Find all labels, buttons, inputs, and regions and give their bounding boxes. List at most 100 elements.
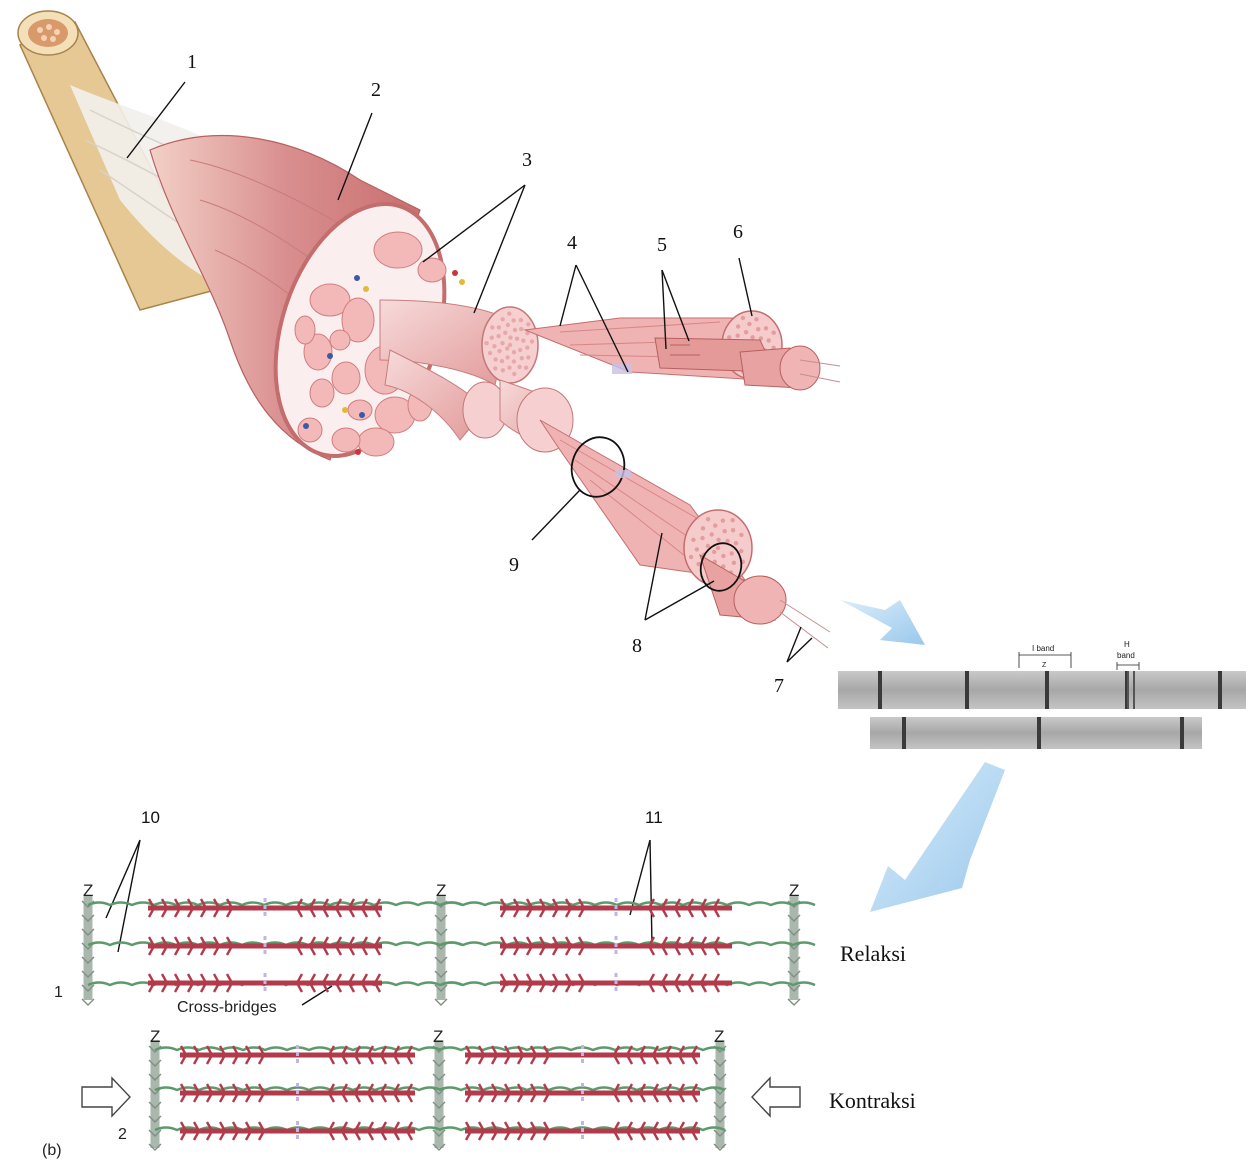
fiber-section <box>525 346 529 350</box>
contraction-arrow-right <box>752 1078 800 1116</box>
fiber-section <box>501 317 505 321</box>
z-line <box>1045 671 1049 709</box>
fiber-section <box>492 344 496 348</box>
actin-filament <box>88 903 462 906</box>
fiber-section <box>706 517 710 521</box>
callout-3: 3 <box>522 150 532 170</box>
fiber-section <box>700 536 704 540</box>
fiber-section <box>716 546 720 550</box>
h-zone-line <box>1133 671 1135 709</box>
fascicle-section <box>298 418 322 442</box>
callout-7: 7 <box>774 676 784 696</box>
fiber-section <box>721 554 725 558</box>
h-band-label-1: H <box>1124 641 1130 649</box>
fiber-section <box>497 325 501 329</box>
fiber-section <box>756 327 760 331</box>
z-line <box>902 717 906 749</box>
row-index-1: 1 <box>54 985 63 1001</box>
fiber-section <box>695 547 699 551</box>
fiber-section <box>512 359 516 363</box>
fiber-section <box>490 336 494 340</box>
fiber-section <box>505 355 509 359</box>
fascicle-section <box>295 316 315 344</box>
fiber-section <box>512 372 516 376</box>
fiber-section <box>772 331 776 335</box>
fiber-section <box>506 323 510 327</box>
callout-6: 6 <box>733 222 743 242</box>
fiber-section <box>526 355 530 359</box>
contraction-arrow-left <box>82 1078 130 1116</box>
fascicle-section <box>332 362 360 394</box>
callout-10: 10 <box>141 809 160 826</box>
fiber-section <box>517 365 521 369</box>
fiber-section <box>508 343 512 347</box>
fiber-section <box>732 561 736 565</box>
z-line <box>1218 671 1222 709</box>
i-band-label: I band <box>1032 645 1054 653</box>
fiber-section <box>484 341 488 345</box>
z-line <box>965 671 969 709</box>
callout-2: 2 <box>371 80 381 100</box>
callout-9: 9 <box>509 555 519 575</box>
fiber-section <box>493 366 497 370</box>
z-disc-label: Z <box>433 1028 443 1045</box>
fiber-section <box>520 356 524 360</box>
fiber-section <box>689 555 693 559</box>
micrograph-z-label: Z <box>1042 662 1046 669</box>
z-disc-label: Z <box>436 882 446 899</box>
fascicle-section <box>310 379 334 407</box>
muscle-fiber-bundle-lower <box>540 420 830 648</box>
h-zone-line <box>1127 671 1129 709</box>
fiber-section <box>488 351 492 355</box>
panel-label: (b) <box>42 1143 62 1159</box>
fiber-section <box>519 318 523 322</box>
fiber-section <box>501 368 505 372</box>
fiber-section <box>530 339 534 343</box>
z-disc-label: Z <box>714 1028 724 1045</box>
cross-bridges-label: Cross-bridges <box>177 1000 277 1016</box>
fiber-section <box>503 331 507 335</box>
callout-1: 1 <box>187 52 197 72</box>
z-disc-label: Z <box>83 882 93 899</box>
zoom-arrow-upper <box>840 600 925 645</box>
fiber-section <box>518 348 522 352</box>
fiber-section <box>716 538 720 542</box>
fiber-section <box>519 327 523 331</box>
callout-5: 5 <box>657 235 667 255</box>
fiber-section <box>497 349 501 353</box>
fiber-section <box>739 549 743 553</box>
fiber-section <box>490 325 494 329</box>
fiber-section <box>691 538 695 542</box>
fiber-section <box>744 330 748 334</box>
z-disc-label: Z <box>789 882 799 899</box>
fiber-section <box>767 338 771 342</box>
sarcomere-row-contracted <box>149 1040 726 1150</box>
row-index-2: 2 <box>118 1127 127 1143</box>
fiber-section <box>736 334 740 338</box>
fiber-section <box>505 346 509 350</box>
fiber-section <box>512 350 516 354</box>
fiber-section <box>706 544 710 548</box>
fiber-section <box>526 322 530 326</box>
fiber-section <box>741 316 745 320</box>
fiber-section <box>493 357 497 361</box>
h-band-label-2: band <box>1117 652 1135 660</box>
fiber-section <box>754 317 758 321</box>
fascicle-section <box>418 258 446 282</box>
callout-4: 4 <box>567 233 577 253</box>
contracted-label: Kontraksi <box>829 1088 916 1114</box>
fiber-section <box>764 326 768 330</box>
z-line <box>1037 717 1041 749</box>
fiber-section <box>727 335 731 339</box>
z-line <box>878 671 882 709</box>
fiber-section <box>747 322 751 326</box>
fiber-section <box>507 366 511 370</box>
fiber-section <box>513 328 517 332</box>
fiber-section <box>721 518 725 522</box>
fiber-section <box>723 529 727 533</box>
fiber-section <box>731 518 735 522</box>
fiber-section <box>524 366 528 370</box>
fiber-section <box>730 551 734 555</box>
